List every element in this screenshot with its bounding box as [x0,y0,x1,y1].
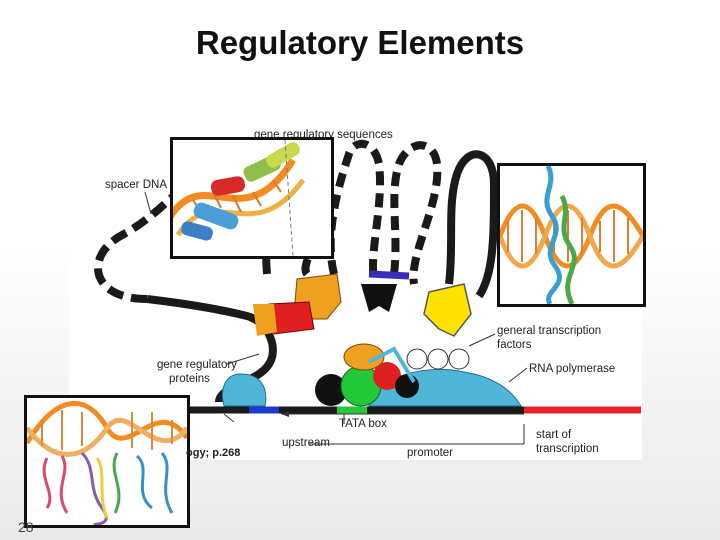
label-spacer-dna: spacer DNA [105,179,167,191]
label-rna-polymerase: RNA polymerase [529,363,615,375]
label-gene-regulatory-proteins: gene regulatory [157,359,237,371]
dna-loop-middle-2 [390,141,442,285]
label-start-of-transcription-2: transcription [536,443,599,455]
tbp-tail [368,346,416,384]
dna-arm-1 [262,200,287,275]
orange-regulatory-protein [253,304,277,336]
protein-dna-complex-icon [173,140,306,256]
label-tata-box: TATA box [339,418,387,430]
label-start-of-transcription: start of [536,429,572,441]
blue-regulatory-protein [222,373,267,407]
black-factor-2 [395,374,419,398]
label-upstream: upstream [282,437,330,449]
dna-binding-dimer-icon [27,401,187,525]
yellow-protein [423,283,472,337]
label-general-transcription-factors-2: factors [497,339,532,351]
black-factor-1 [315,374,347,406]
orange-factor [343,343,385,371]
helix-dna-icon [500,166,643,304]
binding-site-purple [368,270,410,280]
citation: ogy; p.268 [186,447,241,459]
black-protein [361,284,397,312]
label-general-transcription-factors: general transcription [497,325,601,337]
dna-loop-right [445,150,499,299]
protein-dna-complex-inset [170,137,334,259]
label-gene-regulatory-proteins-2: proteins [169,373,210,385]
label-promoter: promoter [407,447,453,459]
white-factor-3 [448,348,470,370]
dna-loop-middle [326,139,384,280]
red-factor [373,362,401,390]
page-number: 28 [18,519,34,535]
slide-title: Regulatory Elements [195,24,525,61]
dna-binding-dimer-inset [24,395,190,528]
white-factor-1 [406,348,428,370]
white-factor-2 [427,348,449,370]
helix-dna-inset [497,163,646,307]
